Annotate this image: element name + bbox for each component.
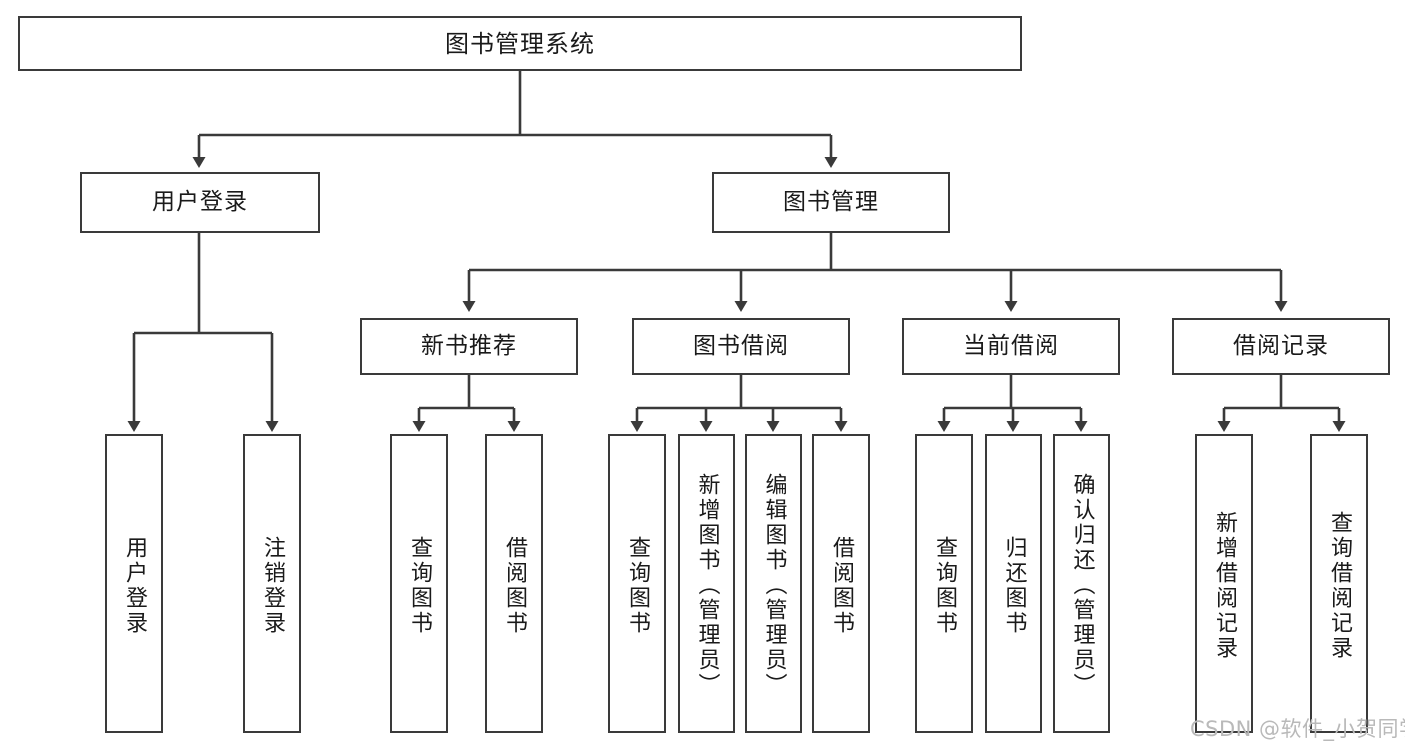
node-label: 图书管理 bbox=[783, 189, 879, 216]
node-root-system[interactable]: 图书管理系统 bbox=[18, 16, 1022, 71]
node-label: 新书推荐 bbox=[421, 333, 517, 360]
node-label: 图书管理系统 bbox=[445, 29, 595, 58]
node-label: 查询借阅记录 bbox=[1327, 510, 1352, 661]
leaf-return-book[interactable]: 归还图书 bbox=[985, 434, 1042, 733]
leaf-confirm-return-admin[interactable]: 确认归还（管理员） bbox=[1053, 434, 1110, 733]
leaf-query-book-recommend[interactable]: 查询图书 bbox=[390, 434, 448, 733]
node-label: 新增借阅记录 bbox=[1212, 510, 1237, 661]
node-label: 用户登录 bbox=[122, 535, 147, 636]
node-label: 查询图书 bbox=[932, 535, 957, 636]
leaf-user-login[interactable]: 用户登录 bbox=[105, 434, 163, 733]
leaf-borrow-book[interactable]: 借阅图书 bbox=[812, 434, 870, 733]
leaf-add-borrow-record[interactable]: 新增借阅记录 bbox=[1195, 434, 1253, 733]
node-label: 借阅图书 bbox=[502, 535, 527, 636]
node-current-borrow[interactable]: 当前借阅 bbox=[902, 318, 1120, 375]
node-label: 借阅记录 bbox=[1233, 333, 1329, 360]
node-borrow-record[interactable]: 借阅记录 bbox=[1172, 318, 1390, 375]
node-label: 编辑图书（管理员） bbox=[761, 473, 787, 698]
csdn-watermark: CSDN @软件_小贺同学 bbox=[1190, 717, 1405, 741]
node-label: 注销登录 bbox=[260, 535, 285, 636]
leaf-query-book-borrow[interactable]: 查询图书 bbox=[608, 434, 666, 733]
node-label: 归还图书 bbox=[1001, 535, 1027, 636]
leaf-query-book-current[interactable]: 查询图书 bbox=[915, 434, 973, 733]
leaf-add-book-admin[interactable]: 新增图书（管理员） bbox=[678, 434, 735, 733]
leaf-edit-book-admin[interactable]: 编辑图书（管理员） bbox=[745, 434, 802, 733]
node-book-borrow[interactable]: 图书借阅 bbox=[632, 318, 850, 375]
node-user-login[interactable]: 用户登录 bbox=[80, 172, 320, 233]
node-label: 借阅图书 bbox=[829, 535, 854, 636]
node-label: 确认归还（管理员） bbox=[1069, 473, 1095, 698]
node-label: 查询图书 bbox=[625, 535, 650, 636]
node-new-book-recommend[interactable]: 新书推荐 bbox=[360, 318, 578, 375]
node-book-management[interactable]: 图书管理 bbox=[712, 172, 950, 233]
leaf-logout[interactable]: 注销登录 bbox=[243, 434, 301, 733]
node-label: 当前借阅 bbox=[963, 333, 1059, 360]
node-label: 查询图书 bbox=[407, 535, 432, 636]
leaf-borrow-book-recommend[interactable]: 借阅图书 bbox=[485, 434, 543, 733]
node-label: 新增图书（管理员） bbox=[694, 473, 720, 698]
leaf-query-borrow-record[interactable]: 查询借阅记录 bbox=[1310, 434, 1368, 733]
node-label: 用户登录 bbox=[152, 189, 248, 216]
node-label: 图书借阅 bbox=[693, 333, 789, 360]
